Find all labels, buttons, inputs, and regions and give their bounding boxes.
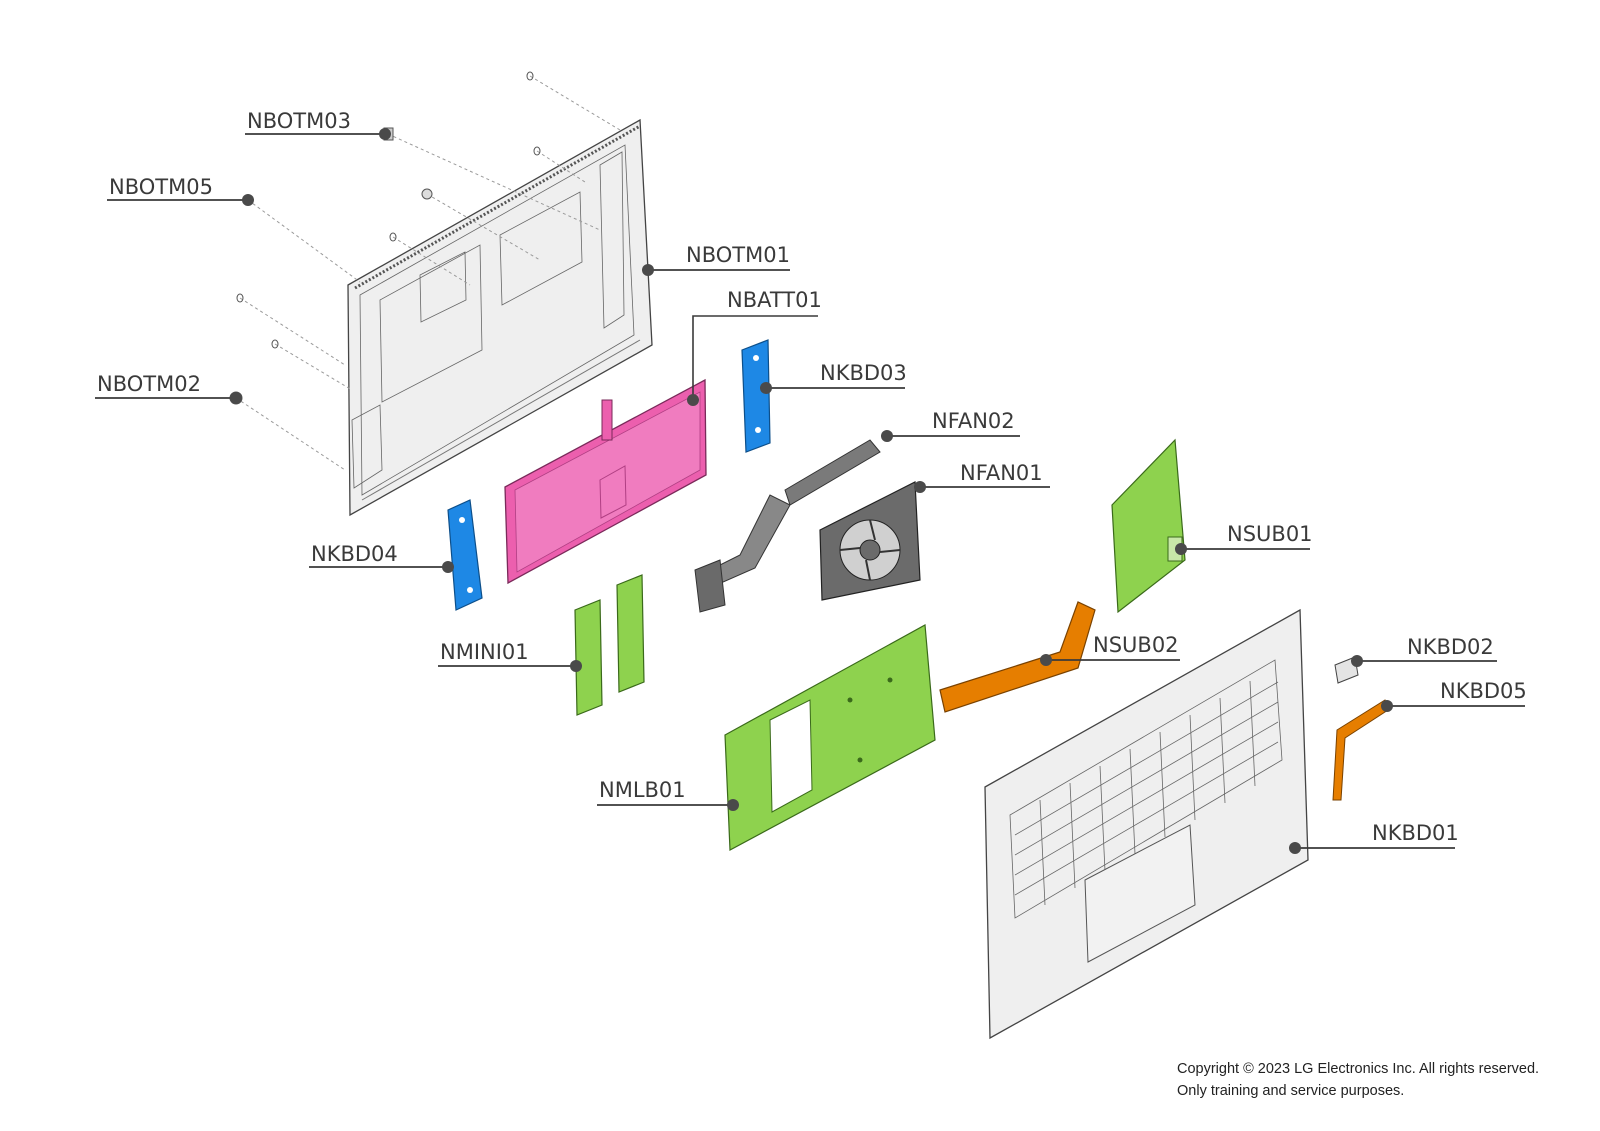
callout-nfan01: NFAN01 <box>914 461 1050 493</box>
callout-nfan02: NFAN02 <box>881 409 1020 442</box>
callout-nkbd05: NKBD05 <box>1381 679 1527 712</box>
callout-nmlb01: NMLB01 <box>597 778 739 811</box>
bracket-nkbd03-part <box>741 339 771 453</box>
battery-part <box>504 378 707 585</box>
callout-label-nsub01: NSUB01 <box>1227 522 1313 546</box>
keyboard-cable-nkbd05 <box>1332 699 1389 801</box>
sub-board-part <box>1111 438 1186 614</box>
callout-label-nsub02: NSUB02 <box>1093 633 1179 657</box>
copyright-line: Copyright © 2023 LG Electronics Inc. All… <box>1177 1061 1540 1077</box>
bracket-nkbd04-part <box>447 499 483 611</box>
callout-label-nbatt01: NBATT01 <box>727 288 822 312</box>
callout-nbotm03: NBOTM03 <box>245 109 391 140</box>
usage-notice-line: Only training and service purposes. <box>1177 1083 1405 1099</box>
callout-label-nkbd05: NKBD05 <box>1440 679 1527 703</box>
sub-cable-part <box>939 601 1096 713</box>
callout-nkbd03: NKBD03 <box>760 361 907 394</box>
heatpipe-part <box>694 439 881 613</box>
callout-label-nkbd02: NKBD02 <box>1407 635 1494 659</box>
callout-nkbd04: NKBD04 <box>309 542 454 573</box>
callout-label-nfan01: NFAN01 <box>960 461 1043 485</box>
callout-label-nbotm05: NBOTM05 <box>109 175 213 199</box>
fan-part <box>819 481 921 601</box>
main-board-part <box>724 624 936 851</box>
screw-assembly-lines <box>235 75 621 471</box>
ssd-part <box>574 574 645 716</box>
callout-nsub02: NSUB02 <box>1040 633 1180 666</box>
callout-label-nkbd01: NKBD01 <box>1372 821 1459 845</box>
callout-label-nfan02: NFAN02 <box>932 409 1015 433</box>
callout-nbatt01: NBATT01 <box>687 288 822 406</box>
callout-label-nkbd03: NKBD03 <box>820 361 907 385</box>
callout-label-nbotm03: NBOTM03 <box>247 109 351 133</box>
callout-nkbd01: NKBD01 <box>1289 821 1459 854</box>
callout-nbotm02: NBOTM02 <box>95 372 242 404</box>
callout-nbotm05: NBOTM05 <box>107 175 254 206</box>
callout-nsub01: NSUB01 <box>1175 522 1313 555</box>
callout-nkbd02: NKBD02 <box>1351 635 1497 667</box>
copyright-footer: Copyright © 2023 LG Electronics Inc. All… <box>1177 1058 1539 1102</box>
callout-label-nmini01: NMINI01 <box>440 640 529 664</box>
callout-label-nbotm01: NBOTM01 <box>686 243 790 267</box>
callout-nbotm01: NBOTM01 <box>642 243 790 276</box>
callout-nmini01: NMINI01 <box>438 640 582 672</box>
keyboard-top-case-part <box>984 608 1309 1040</box>
callout-label-nbotm02: NBOTM02 <box>97 372 201 396</box>
callout-label-nmlb01: NMLB01 <box>599 778 686 802</box>
callout-label-nkbd04: NKBD04 <box>311 542 398 566</box>
